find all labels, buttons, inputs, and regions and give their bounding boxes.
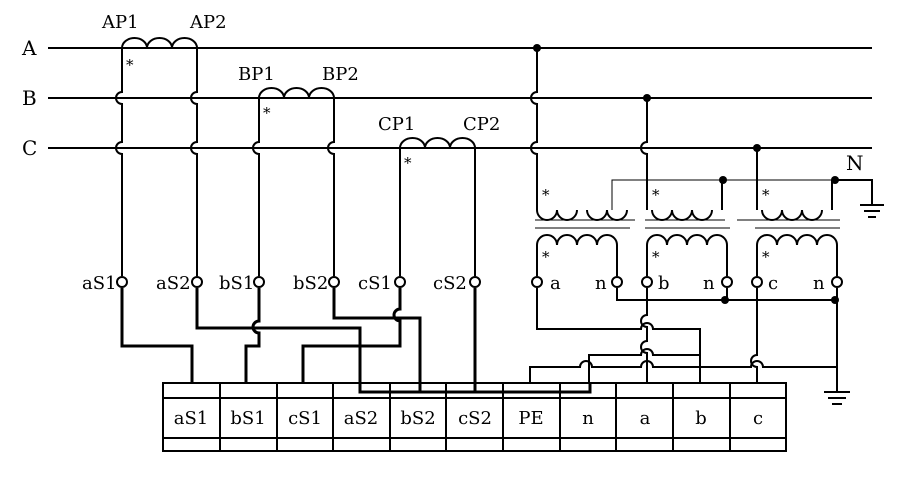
neutral-wire <box>835 179 873 205</box>
wire-cS1 <box>301 288 402 383</box>
wire-vt-a <box>536 288 701 383</box>
terminal-cS2 <box>469 276 481 288</box>
ct-a-p1-label: AP1 <box>101 12 139 33</box>
svg-text:*: * <box>652 186 660 204</box>
svg-text:*: * <box>762 248 770 266</box>
current-transformer-c: CP1 CP2 * <box>378 114 500 172</box>
label-bS2: bS2 <box>293 273 328 294</box>
wire-aS2 <box>195 288 592 394</box>
block-cell-a: a <box>640 408 651 429</box>
terminal-n-b <box>721 276 733 288</box>
label-aS1: aS1 <box>82 273 117 294</box>
current-transformer-b: BP1 BP2 * <box>238 64 359 122</box>
bus-c-label: C <box>22 136 37 160</box>
terminal-c <box>751 276 763 288</box>
wire-pe <box>529 360 837 383</box>
ct-a-polarity-mark: * <box>126 56 134 74</box>
ct-b-p2-label: BP2 <box>322 64 359 85</box>
terminal-cS1 <box>394 276 406 288</box>
vt-primary-neutral <box>611 179 835 210</box>
ct-c-p1-label: CP1 <box>378 114 415 135</box>
wire-bS2 <box>332 288 422 392</box>
ground-icon <box>860 204 884 218</box>
bus-a-label: A <box>21 36 37 60</box>
bS2-lead <box>327 98 335 276</box>
terminal-bS1 <box>253 276 265 288</box>
wire-n <box>588 348 700 383</box>
label-b: b <box>658 273 670 294</box>
ground-icon-2 <box>824 368 850 405</box>
wire-aS1 <box>120 288 194 383</box>
svg-text:*: * <box>762 186 770 204</box>
block-cell-aS2: aS2 <box>344 408 379 429</box>
label-cS1: cS1 <box>358 273 392 294</box>
terminal-n-a <box>611 276 623 288</box>
block-cell-bS1: bS1 <box>230 408 265 429</box>
svg-text:*: * <box>652 248 660 266</box>
current-transformer-a: AP1 AP2 * <box>101 12 227 74</box>
block-cell-cS1: cS1 <box>288 408 322 429</box>
label-aS2: aS2 <box>156 273 191 294</box>
block-cell-pe: PE <box>518 408 543 429</box>
terminal-a <box>531 276 543 288</box>
terminal-aS1 <box>116 276 128 288</box>
block-cell-aS1: aS1 <box>174 408 209 429</box>
terminal-b <box>641 276 653 288</box>
aS2-lead <box>190 48 198 276</box>
vt-primary-windings: * * * <box>535 176 840 221</box>
terminal-bS2 <box>328 276 340 288</box>
label-n-c: n <box>813 273 825 294</box>
bS1-lead <box>252 98 260 276</box>
label-bS1: bS1 <box>219 273 254 294</box>
terminal-n-c <box>831 276 843 288</box>
aS1-lead <box>115 48 123 276</box>
block-cell-n: n <box>582 408 594 429</box>
label-c: c <box>768 273 778 294</box>
label-n-a: n <box>595 273 607 294</box>
label-a: a <box>550 273 561 294</box>
ct-b-p1-label: BP1 <box>238 64 275 85</box>
vt-b-primary-lead <box>640 98 648 210</box>
terminal-block: aS1 bS1 cS1 aS2 bS2 cS2 PE n a b c <box>162 382 787 452</box>
block-cell-cS2: cS2 <box>458 408 492 429</box>
label-cS2: cS2 <box>433 273 467 294</box>
vt-secondary-windings: * * * <box>535 227 840 276</box>
bus-b-label: B <box>22 86 37 110</box>
wire-vt-b <box>640 288 648 383</box>
label-n-b: n <box>703 273 715 294</box>
ct-b-polarity-mark: * <box>263 104 271 122</box>
block-cell-bS2: bS2 <box>400 408 435 429</box>
svg-text:*: * <box>542 186 550 204</box>
ct-a-p2-label: AP2 <box>189 12 227 33</box>
terminal-aS2 <box>191 276 203 288</box>
svg-text:*: * <box>542 248 550 266</box>
bus-n-label: N <box>846 151 864 175</box>
wire-bS1 <box>244 288 261 383</box>
ct-c-polarity-mark: * <box>404 154 412 172</box>
vt-a-primary-lead <box>530 48 538 210</box>
block-cell-c: c <box>753 408 763 429</box>
wire-vt-c <box>750 288 758 383</box>
ct-c-p2-label: CP2 <box>463 114 500 135</box>
block-cell-b: b <box>695 408 707 429</box>
